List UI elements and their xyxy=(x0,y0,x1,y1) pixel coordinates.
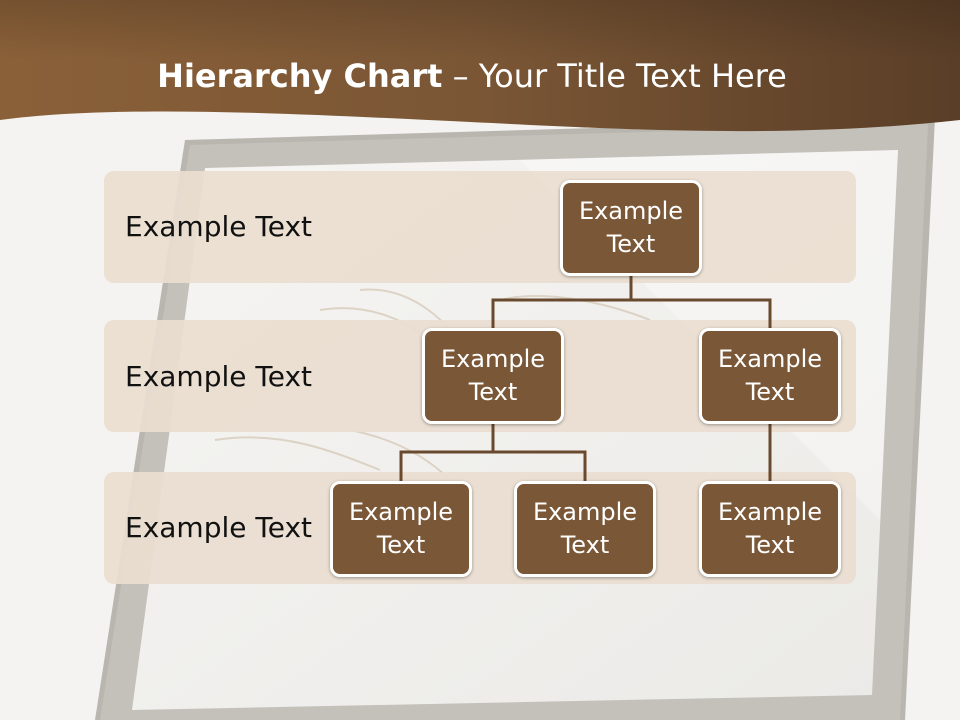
node-level2-right: Example Text xyxy=(699,328,841,424)
node-level2-left: Example Text xyxy=(422,328,564,424)
level-label-3: Example Text xyxy=(125,511,313,544)
title-regular: – Your Title Text Here xyxy=(442,57,787,95)
node-level3-a: Example Text xyxy=(330,481,472,577)
node-level2-right-text: Example Text xyxy=(717,345,823,406)
level-label-2: Example Text xyxy=(125,360,313,393)
node-level3-c: Example Text xyxy=(699,481,841,577)
node-level3-b: Example Text xyxy=(514,481,656,577)
connector-left-children xyxy=(399,422,587,483)
connector-root-children xyxy=(491,274,772,330)
node-level3-b-text: Example Text xyxy=(532,498,638,559)
node-level2-left-text: Example Text xyxy=(440,345,546,406)
title-bold: Hierarchy Chart xyxy=(157,57,443,95)
node-root-text: Example Text xyxy=(578,197,684,258)
node-level3-c-text: Example Text xyxy=(717,498,823,559)
level-label-1: Example Text xyxy=(125,210,313,243)
slide-title: Hierarchy Chart – Your Title Text Here xyxy=(0,56,944,96)
node-level3-a-text: Example Text xyxy=(348,498,454,559)
node-root: Example Text xyxy=(560,180,702,276)
level-band-1 xyxy=(104,171,856,283)
